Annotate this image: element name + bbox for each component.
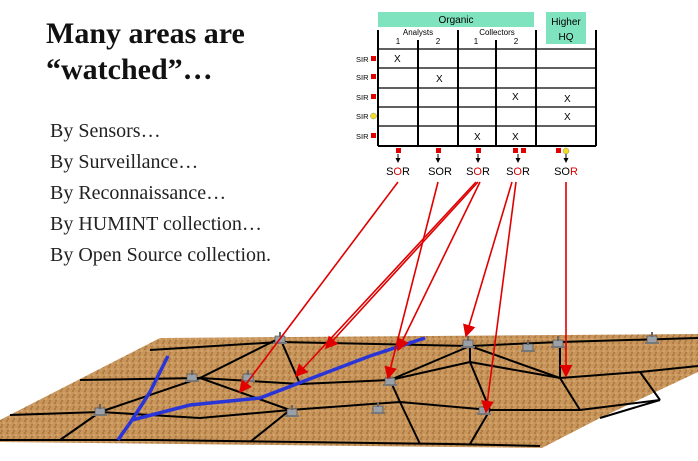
sensor-icon xyxy=(644,331,660,345)
bullet-sensors: By Sensors… xyxy=(50,120,161,142)
matrix-grid xyxy=(377,30,597,147)
analysts-label: Analysts xyxy=(403,28,433,37)
output-marker xyxy=(513,148,518,153)
tasking-arrow xyxy=(384,181,439,380)
sir-marker xyxy=(371,133,376,138)
collection-matrix: Organic Higher HQ Analysts Collectors 1 … xyxy=(356,12,597,178)
sor-labels: SOR SOR SOR SOR SOR xyxy=(386,166,578,178)
sor-label: SOR xyxy=(554,166,578,178)
sir-marker xyxy=(371,56,376,61)
output-marker xyxy=(476,148,481,153)
sor-label: SOR xyxy=(466,166,490,178)
output-marker xyxy=(436,148,441,153)
tasking-arrow xyxy=(481,181,517,414)
matrix-cell: X xyxy=(512,92,519,103)
col-number-1: 1 xyxy=(396,37,401,46)
sor-label: SOR xyxy=(386,166,410,178)
slide-title: Many areas are “watched”… xyxy=(46,17,245,86)
sir-marker xyxy=(370,112,377,120)
tasking-arrows xyxy=(239,181,573,414)
bullet-reconnaissance: By Reconnaissance… xyxy=(50,182,227,204)
matrix-cell: X xyxy=(474,132,481,143)
matrix-cell: X xyxy=(512,132,519,143)
output-marker xyxy=(562,147,570,155)
sir-label: SIR xyxy=(356,132,369,141)
higher-hq-header xyxy=(546,12,586,44)
bullet-humint: By HUMINT collection… xyxy=(50,213,262,235)
matrix-cell: X xyxy=(564,94,571,105)
output-arrows xyxy=(395,154,569,163)
higher-hq-label-line1: Higher xyxy=(551,17,581,28)
output-marker xyxy=(521,148,526,153)
matrix-cell: X xyxy=(564,112,571,123)
col-number-2: 2 xyxy=(436,37,441,46)
col-number-4: 2 xyxy=(514,37,519,46)
bullet-list: By Sensors… By Surveillance… By Reconnai… xyxy=(50,116,271,271)
output-markers xyxy=(396,147,570,155)
matrix-cells: X X X X X X X xyxy=(394,54,571,143)
bullet-surveillance: By Surveillance… xyxy=(50,151,199,173)
sir-labels: SIR SIR SIR SIR SIR xyxy=(356,55,369,141)
organic-header xyxy=(378,12,534,27)
tasking-arrow xyxy=(463,181,513,338)
tasking-arrow xyxy=(324,181,479,350)
bullet-open-source: By Open Source collection. xyxy=(50,244,272,266)
sor-label: SOR xyxy=(506,166,530,178)
sir-marker xyxy=(371,74,376,79)
sir-label: SIR xyxy=(356,112,369,121)
matrix-cell: X xyxy=(436,74,443,85)
organic-header-label: Organic xyxy=(438,15,473,26)
collectors-label: Collectors xyxy=(479,28,515,37)
sir-label: SIR xyxy=(356,73,369,82)
output-marker xyxy=(556,148,561,153)
sir-marker xyxy=(371,94,376,99)
terrain-map xyxy=(0,331,698,448)
boundary-line-west xyxy=(116,355,170,442)
col-number-3: 1 xyxy=(474,37,479,46)
sir-label: SIR xyxy=(356,93,369,102)
sor-label: SOR xyxy=(428,166,452,178)
boundary-line-main xyxy=(131,336,426,422)
tasking-arrow xyxy=(397,181,481,352)
tasking-arrow xyxy=(239,181,399,394)
terrain-ground xyxy=(0,334,698,448)
higher-hq-label-line2: HQ xyxy=(559,32,574,43)
sir-markers xyxy=(370,56,377,138)
sir-label: SIR xyxy=(356,55,369,64)
output-marker xyxy=(396,148,401,153)
matrix-cell: X xyxy=(394,54,401,65)
boundary-lines xyxy=(116,336,426,442)
